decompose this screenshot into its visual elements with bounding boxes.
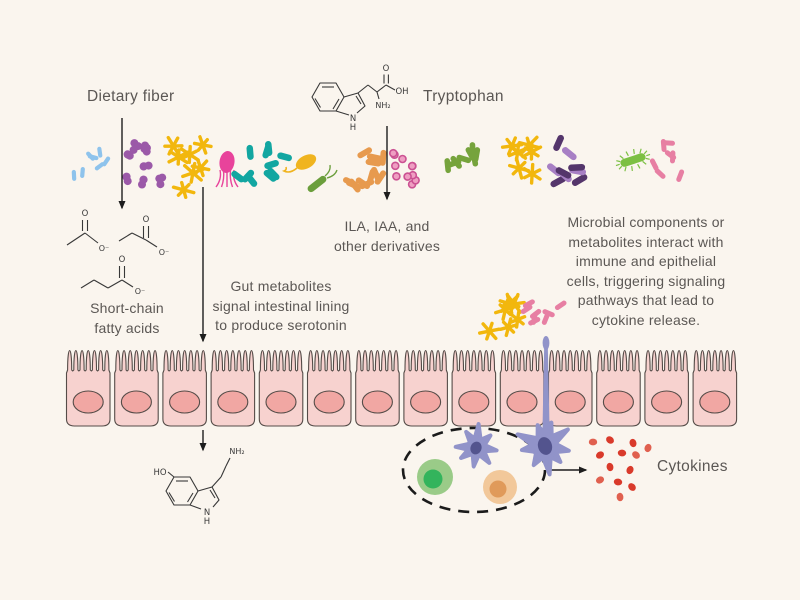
atom-label: HO	[153, 468, 166, 478]
propionate-structure: O O⁻	[118, 215, 170, 257]
immune-cell-cluster	[401, 336, 571, 514]
epithelial-cell	[499, 349, 545, 427]
microbe-orange-rods	[343, 147, 387, 193]
dietary-fiber-label: Dietary fiber	[87, 88, 175, 105]
cytokine-dot	[644, 443, 652, 453]
cytokine-dot	[629, 438, 637, 448]
cytokine-dots	[588, 436, 652, 502]
atom-label: NH₂	[229, 447, 244, 456]
immune-dashed-outline	[401, 426, 547, 514]
dendrite-process-tip	[542, 336, 550, 350]
gut-metabolites-label: Gut metabolites signal intestinal lining…	[212, 278, 350, 333]
microbe-gold-branched	[163, 135, 213, 199]
epithelial-cell	[596, 349, 641, 427]
cytokines-label: Cytokines	[657, 458, 728, 475]
atom-label: O⁻	[99, 244, 110, 253]
microbe-purple-cocci	[122, 139, 167, 189]
microbe-blue-rods	[71, 146, 111, 181]
cytokine-dot	[606, 462, 614, 472]
cytokine-dot	[617, 449, 627, 457]
dendrite-process	[542, 336, 550, 453]
epithelial-cell	[210, 349, 256, 427]
microbial-text: Microbial components or metabolites inte…	[566, 214, 726, 328]
cytokine-dot	[613, 478, 623, 486]
acetate-structure: O O⁻	[66, 209, 110, 253]
microbe-green-rods	[444, 142, 481, 174]
microbe-rose-rods-2	[520, 299, 567, 326]
cytokine-dot	[628, 483, 636, 491]
epithelial-cell	[355, 349, 400, 427]
epithelial-cell	[451, 349, 497, 427]
intestinal-epithelium	[65, 349, 738, 427]
tryptophan-label: Tryptophan	[423, 88, 504, 105]
microbe-row	[71, 134, 685, 341]
immune-cell-orange-nucleus	[489, 480, 507, 498]
serotonin-structure: HO N H NH₂	[153, 447, 244, 527]
epithelial-cell	[162, 349, 207, 427]
epithelial-cell	[644, 349, 689, 427]
scfa-label: Short-chain fatty acids	[90, 300, 164, 336]
cytokine-dot	[588, 438, 598, 446]
atom-label: H	[204, 517, 210, 527]
atom-label: OH	[395, 87, 408, 97]
microbe-darkpurple-rods	[547, 134, 588, 188]
epithelial-cell	[306, 349, 352, 427]
epithelial-cell	[258, 349, 304, 427]
atom-label: H	[350, 123, 356, 133]
dendritic-nucleus	[537, 437, 553, 455]
microbe-rose-rods	[649, 139, 685, 182]
atom-label: N	[204, 508, 210, 518]
arrows	[118, 118, 588, 474]
tryptophan-structure: N H NH₂ O OH	[311, 64, 409, 133]
immune-cell-green-nucleus	[423, 469, 443, 489]
atom-label: O	[119, 255, 126, 265]
epithelial-cell	[692, 349, 738, 427]
dendritic-nucleus	[470, 441, 482, 455]
cytokine-dot	[606, 436, 614, 444]
cytokine-dot	[595, 476, 605, 484]
microbe-pink-cocci	[388, 148, 420, 189]
microbe-green-flagellate	[307, 164, 338, 193]
microbe-gold-flagellate	[281, 154, 317, 173]
microbe-teal-rods	[231, 141, 292, 187]
epithelial-cell	[65, 349, 111, 427]
microbe-gold-star	[500, 135, 543, 185]
microbe-lightgreen-ciliate	[615, 148, 651, 172]
atom-label: NH₂	[375, 101, 390, 110]
atom-label: O	[383, 64, 390, 74]
epithelial-cell	[403, 349, 448, 427]
ila-iaa-label: ILA, IAA, and other derivatives	[333, 218, 441, 254]
atom-label: N	[350, 114, 356, 124]
epithelial-cell	[114, 349, 159, 427]
cytokine-dot	[626, 465, 634, 475]
microbe-magenta-flagellate	[215, 151, 239, 188]
atom-label: O	[82, 209, 89, 219]
microbe-gold-star-2	[478, 292, 527, 341]
atom-label: O⁻	[159, 248, 170, 257]
cytokine-dot	[596, 451, 604, 459]
epithelial-cell	[547, 349, 593, 427]
butyrate-structure: O O⁻	[80, 255, 146, 296]
cytokine-dot	[616, 492, 624, 502]
cytokine-dot	[632, 451, 640, 459]
atom-label: O⁻	[135, 287, 146, 296]
atom-label: O	[143, 215, 150, 225]
